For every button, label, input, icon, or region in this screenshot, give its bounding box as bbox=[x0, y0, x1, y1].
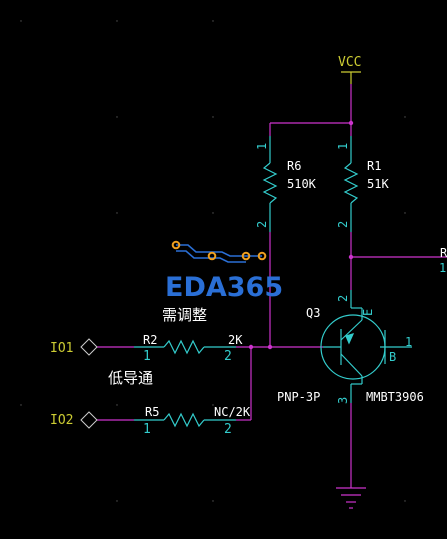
q3-package: PNP-3P bbox=[277, 390, 320, 404]
eda365-logo-icon bbox=[171, 240, 267, 263]
r2-pin2: 2 bbox=[224, 349, 232, 364]
r5-pin2: 2 bbox=[224, 422, 232, 437]
r6-pin2: 2 bbox=[255, 221, 269, 228]
ground-symbol bbox=[336, 487, 366, 509]
q3-ref: Q3 bbox=[306, 306, 320, 320]
q3-pin-b: B bbox=[389, 350, 396, 364]
io1-port[interactable] bbox=[80, 338, 98, 356]
r5-resistor[interactable] bbox=[134, 412, 236, 428]
q3-part: MMBT3906 bbox=[366, 390, 424, 404]
r1-resistor[interactable] bbox=[343, 136, 359, 232]
junctions bbox=[248, 120, 354, 350]
watermark-text: EDA365 bbox=[165, 272, 283, 303]
io1-label: IO1 bbox=[50, 341, 73, 356]
low-conduct-note: 低导通 bbox=[108, 369, 153, 387]
r2-pin1: 1 bbox=[143, 349, 151, 364]
adjust-note: 需调整 bbox=[162, 306, 207, 324]
r2-resistor[interactable] bbox=[134, 339, 236, 355]
grid-dots bbox=[20, 20, 406, 502]
r1-pin1: 1 bbox=[336, 143, 350, 150]
r5-ref: R5 bbox=[145, 405, 159, 419]
vcc-symbol bbox=[341, 71, 361, 84]
q3-pin-c-num: 3 bbox=[336, 397, 350, 404]
r6-ref: R6 bbox=[287, 159, 301, 173]
q3-transistor[interactable] bbox=[320, 290, 412, 403]
r1-ref: R1 bbox=[367, 159, 381, 173]
wires bbox=[97, 84, 447, 488]
io2-port[interactable] bbox=[80, 411, 98, 429]
r6-pin1: 1 bbox=[255, 143, 269, 150]
r5-pin1: 1 bbox=[143, 422, 151, 437]
r1-value: 51K bbox=[367, 177, 389, 191]
r2-value: 2K bbox=[228, 333, 243, 347]
q3-pin-e: E bbox=[361, 309, 375, 316]
r5-value: NC/2K bbox=[214, 405, 251, 419]
q3-pin-e-num: 2 bbox=[336, 295, 350, 302]
offpage-label: R bbox=[440, 246, 447, 260]
r1-pin2: 2 bbox=[336, 221, 350, 228]
vcc-label: VCC bbox=[338, 55, 361, 70]
offpage-pin: 1 bbox=[439, 261, 446, 275]
io2-label: IO2 bbox=[50, 413, 73, 428]
r6-resistor[interactable] bbox=[262, 136, 278, 232]
r6-value: 510K bbox=[287, 177, 317, 191]
r2-ref: R2 bbox=[143, 333, 157, 347]
q3-pin-b-num: 1 bbox=[405, 335, 412, 349]
